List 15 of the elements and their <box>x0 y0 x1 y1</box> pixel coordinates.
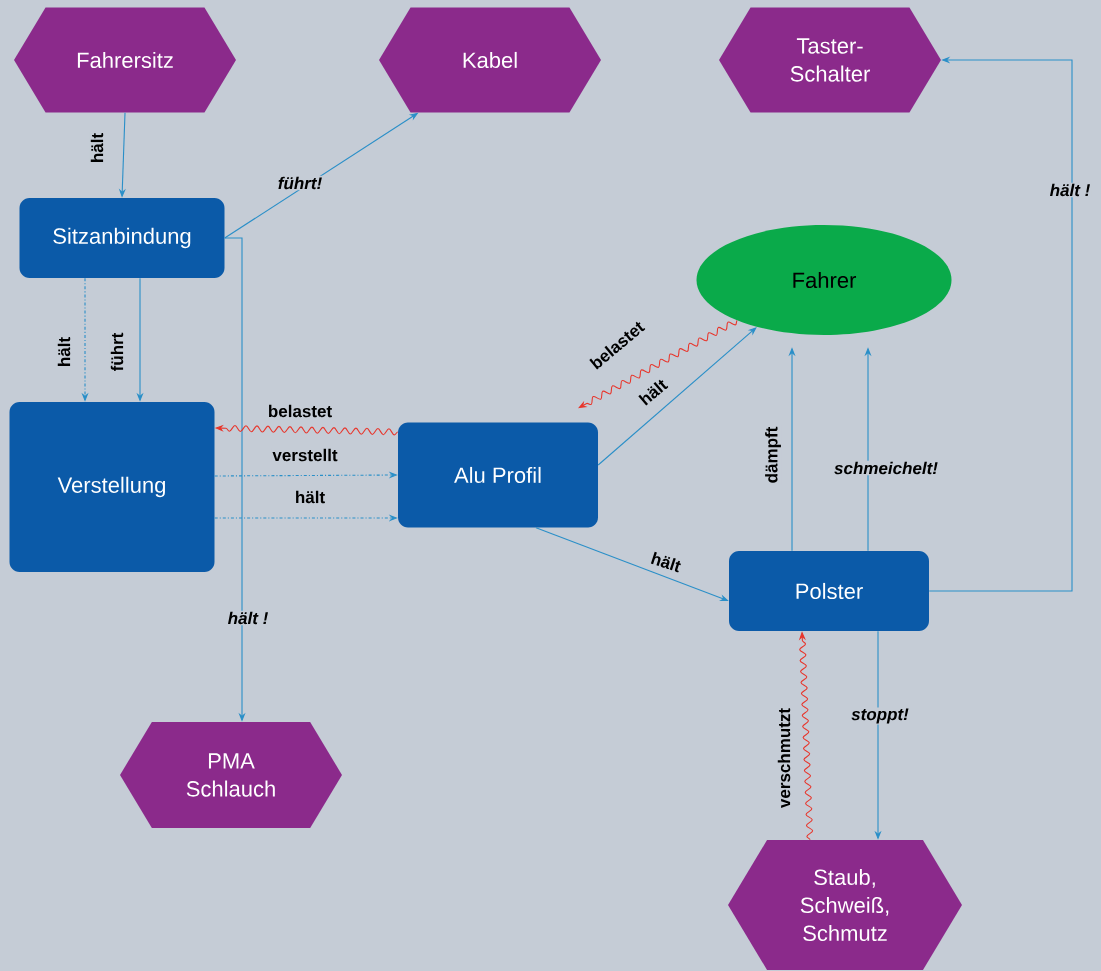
process-box: Verstellung <box>9 402 215 572</box>
hexagon-node: Fahrersitz <box>14 7 236 113</box>
hexagon-node: PMA Schlauch <box>120 722 342 828</box>
arrow <box>578 319 738 409</box>
hexagon-node: Kabel <box>379 7 601 113</box>
hexagon-node: Staub, Schweiß, Schmutz <box>728 840 962 970</box>
edge-label: stoppt! <box>850 707 910 725</box>
process-box: Sitzanbindung <box>19 198 225 278</box>
edge-label: dämpft <box>764 425 782 485</box>
edge-label: hält <box>636 376 670 408</box>
edge-label: hält <box>648 550 684 574</box>
process-box: Polster <box>729 551 929 631</box>
ellipse-node: Fahrer <box>696 225 952 335</box>
process-box: Alu Profil <box>398 422 598 528</box>
hexagon-node: Taster- Schalter <box>719 7 941 113</box>
